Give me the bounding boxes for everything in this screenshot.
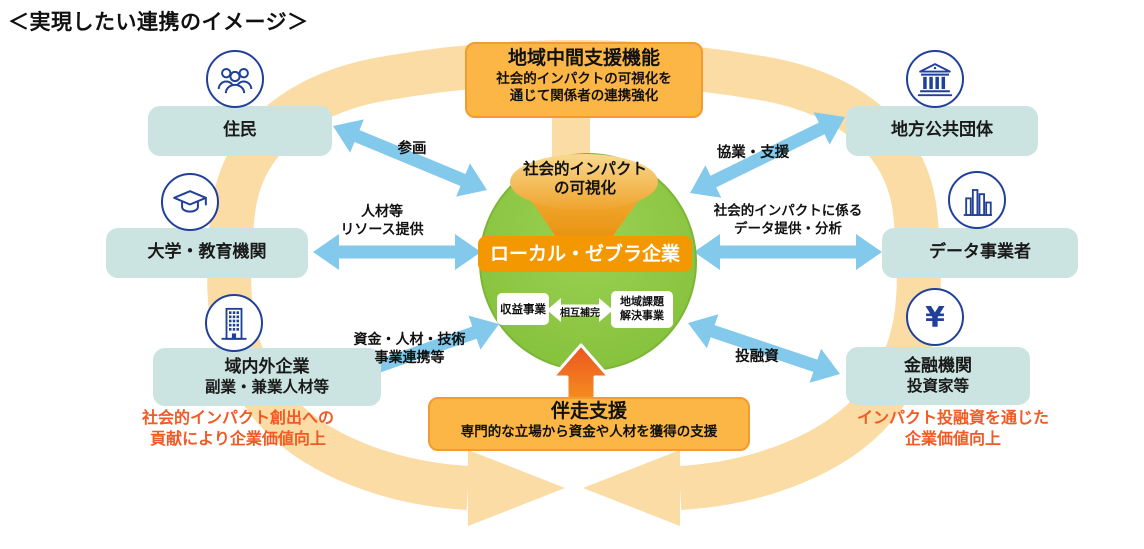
government-label: 地方公共団体 <box>891 120 993 141</box>
impact-visualization-label: 社会的インパクト の可視化 <box>522 160 647 198</box>
companies-label-2: 副業・兼業人材等 <box>204 377 329 396</box>
local-zebra-company-box: ローカル・ゼブラ企業 <box>478 236 692 272</box>
flow-arrowhead-right <box>583 450 680 526</box>
people-icon <box>206 50 264 108</box>
residents-label: 住民 <box>223 120 257 141</box>
building-icon <box>205 294 263 352</box>
accompanying-support-title: 伴走支援 <box>550 400 627 422</box>
arrow-label-collaboration: 協業・支援 <box>716 145 790 161</box>
stakeholder-government: 地方公共団体 <box>846 106 1038 156</box>
university-label: 大学・教育機関 <box>147 242 267 263</box>
yen-icon: ¥ <box>906 288 964 346</box>
svg-text:¥: ¥ <box>925 301 945 334</box>
companies-label-1: 域内外企業 <box>224 356 310 377</box>
arrow-data-provision <box>694 234 882 270</box>
profit-business-box: 収益事業 <box>497 293 549 325</box>
data-provider-label: データ事業者 <box>929 242 1031 263</box>
intermediate-support-subtitle-1: 社会的インパクトの可視化を <box>496 70 672 87</box>
stakeholder-finance: 金融機関 投資家等 <box>846 347 1030 405</box>
arrow-participation <box>333 119 487 197</box>
flow-arrowhead-left <box>468 450 565 526</box>
arrow-collaboration <box>690 112 845 198</box>
arrow-hr-resources <box>313 234 481 270</box>
arrow-label-participation: 参画 <box>397 141 427 157</box>
intermediate-support-title: 地域中間支援機能 <box>507 47 660 69</box>
arrow-label-hr-resources: 人材等 リソース提供 <box>340 204 424 239</box>
finance-label-2: 投資家等 <box>906 376 969 395</box>
intermediate-support-box: 地域中間支援機能 社会的インパクトの可視化を 通じて関係者の連携強化 <box>465 42 703 118</box>
stakeholder-companies: 域内外企業 副業・兼業人材等 <box>153 348 381 406</box>
note-right: インパクト投融資を通じた 企業価値向上 <box>856 408 1049 448</box>
community-business-box: 地域課題 解決事業 <box>611 291 673 328</box>
finance-label-1: 金融機関 <box>904 355 972 376</box>
stakeholder-data-provider: データ事業者 <box>882 228 1078 278</box>
arrow-investment <box>688 314 840 383</box>
intermediate-support-subtitle-2: 通じて関係者の連携強化 <box>509 87 659 104</box>
impact-funnel-ellipse <box>510 154 658 210</box>
page-title: ＜実現したい連携のイメージ＞ <box>8 10 309 34</box>
bank-icon <box>906 50 964 108</box>
mutual-complement-arrow <box>547 298 613 322</box>
graduation-cap-icon <box>161 173 219 231</box>
stakeholder-residents: 住民 <box>148 106 332 156</box>
accompanying-support-box: 伴走支援 専門的な立場から資金や人材を獲得の支援 <box>428 397 750 451</box>
arrow-label-data-provision: 社会的インパクトに係る データ提供・分析 <box>713 203 863 237</box>
note-left: 社会的インパクト創出への 貢献により企業価値向上 <box>141 408 334 448</box>
mutual-complement-label: 相互補完 <box>560 308 600 319</box>
arrow-label-investment: 投融資 <box>735 349 779 365</box>
arrow-label-funds: 資金・人材・技術 事業連携等 <box>353 332 466 367</box>
stakeholder-university: 大学・教育機関 <box>106 228 308 278</box>
bar-chart-icon <box>948 171 1006 229</box>
accompanying-support-subtitle: 専門的な立場から資金や人材を獲得の支援 <box>460 423 718 440</box>
arrow-funds-hr-tech <box>342 315 499 388</box>
